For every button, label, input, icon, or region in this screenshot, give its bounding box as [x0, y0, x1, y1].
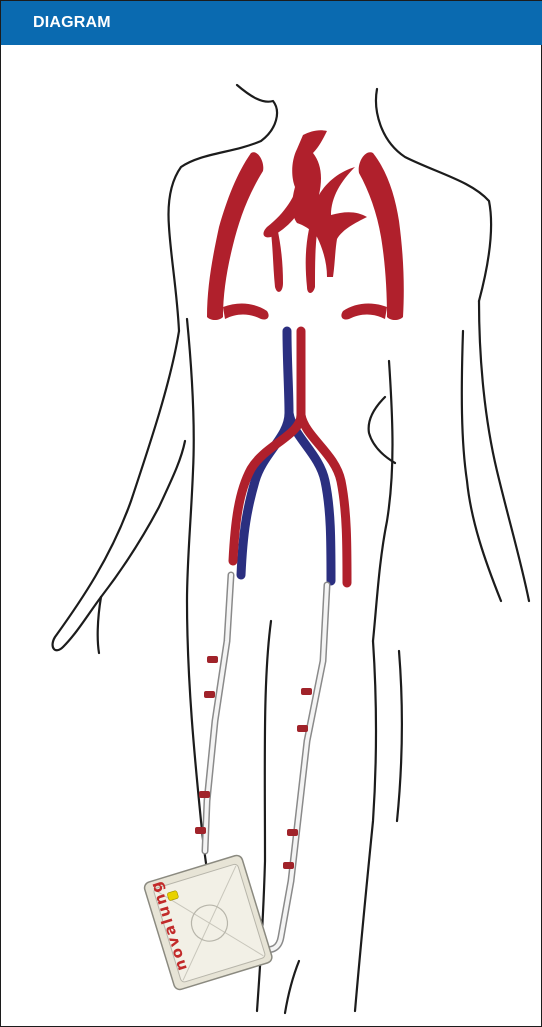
- great-vessels-icon: [233, 331, 347, 583]
- section-header: DIAGRAM: [1, 1, 542, 45]
- lung-vessels-icon: [207, 130, 404, 320]
- anatomy-diagram: novalung: [1, 45, 541, 1025]
- section-title: DIAGRAM: [33, 14, 111, 32]
